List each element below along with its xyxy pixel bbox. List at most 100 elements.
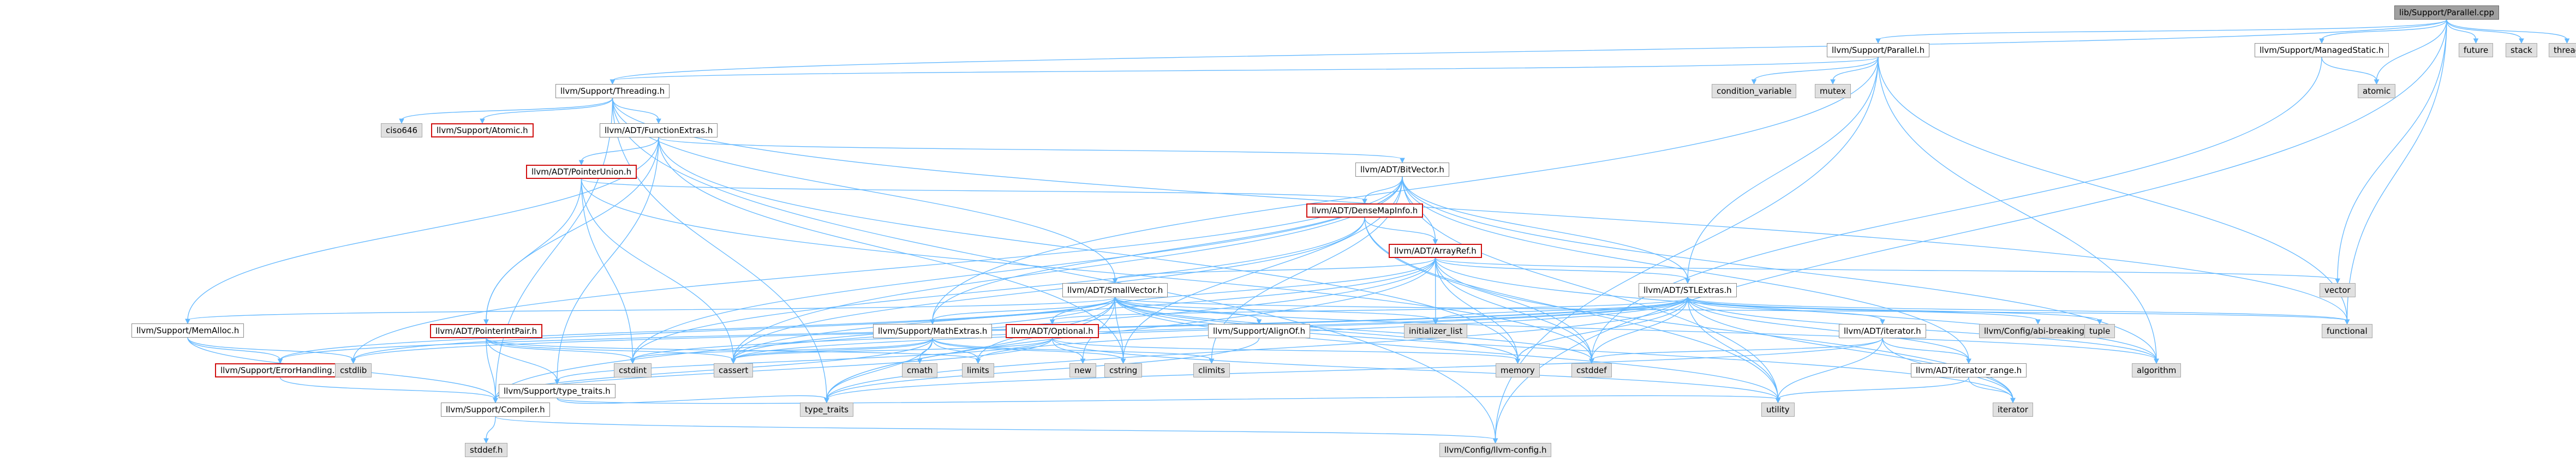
node-errhandling[interactable]: llvm/Support/ErrorHandling.h [215,363,345,377]
edge-funcextras-to-bitvector [658,137,1403,160]
node-cstddef: cstddef [1571,363,1612,377]
edge-densemapinfo-to-arrayref [1364,217,1436,241]
node-stlextras[interactable]: llvm/ADT/STLExtras.h [1639,283,1737,297]
node-root[interactable]: lib/Support/Parallel.cpp [2394,5,2499,20]
edge-densemapinfo-to-cassert [733,217,1365,361]
edge-arrayref-to-memory [1435,257,1519,361]
edge-compiler-to-cstddef2 [486,416,496,440]
node-atomic: atomic [2358,84,2396,98]
edge-bitvector-to-utility [1402,176,1779,400]
edge-mathextras-to-cstdint [632,338,933,361]
arrowhead-parallel_h-to-threading [609,79,615,85]
edge-bitvector-to-densemapinfo [1364,176,1403,201]
edge-arrayref-to-iter [1435,257,2013,400]
node-compiler[interactable]: llvm/Support/Compiler.h [441,403,550,417]
edge-root-to-llvmconfig [1495,19,2447,440]
node-sup_atomic[interactable]: llvm/Support/Atomic.h [431,123,534,137]
node-managedstatic[interactable]: llvm/Support/ManagedStatic.h [2255,43,2389,57]
node-stack: stack [2506,43,2537,57]
edge-parallel_h-to-algorithm [1878,57,2157,361]
edge-parallel_h-to-functional [1878,57,2348,321]
node-alignof[interactable]: llvm/Support/AlignOf.h [1208,324,1311,338]
edge-arrayref-to-algorithm [1435,257,2157,361]
node-arrayref[interactable]: llvm/ADT/ArrayRef.h [1389,244,1482,258]
edge-arrayref-to-smallvector [1114,257,1436,280]
node-iterator[interactable]: llvm/ADT/iterator.h [1839,324,1926,338]
arrowhead-smallvector-to-alignof [1256,319,1262,325]
edge-threading-to-cinttypes [401,98,613,121]
arrowhead-optional-to-new [1080,358,1086,364]
node-mathextras[interactable]: llvm/Support/MathExtras.h [873,324,993,338]
node-threading[interactable]: llvm/Support/Threading.h [555,84,670,98]
arrowhead-ptrunion-to-ptrintpair [483,319,489,325]
node-cstdlib: cstdlib [335,363,372,377]
edge-root-to-future [2446,19,2477,40]
node-algorithm: algorithm [2132,363,2181,377]
node-parallel_h[interactable]: llvm/Support/Parallel.h [1827,43,1930,57]
arrowhead-threading-to-sup_atomic [480,118,485,124]
edge-densemapinfo-to-cstdint [632,217,1365,361]
edge-smallvector-to-type_traits [826,297,1116,400]
edge-ptrintpair-to-limits [486,338,979,361]
edge-smallvector-to-errhandling [279,297,1116,361]
edge-smallvector-to-memory [1114,297,1519,361]
node-mutex: mutex [1815,84,1851,98]
edge-funcextras-to-cstring [658,137,1124,361]
edge-iterator-to-utility [1777,338,1883,400]
edge-funcextras-to-ptrunion [581,137,659,162]
edge-ptrunion-to-cassert [581,178,734,361]
edge-stlextras-to-cstdint [632,297,1688,361]
arrowhead-stlextras-to-initlist [1433,319,1438,325]
node-typetraits[interactable]: llvm/Support/type_traits.h [499,384,615,398]
arrowhead-smallvector-to-memalloc [185,319,190,325]
node-cstddef2: stddef.h [465,443,508,457]
edge-root-to-functional [2346,19,2447,321]
node-ptrintpair[interactable]: llvm/ADT/PointerIntPair.h [430,324,543,338]
edge-arrayref-to-cstddef [1435,257,1592,361]
node-limits: limits [962,363,994,377]
edge-arrayref-to-cassert [733,257,1436,361]
node-ptrunion[interactable]: llvm/ADT/PointerUnion.h [526,165,637,179]
edge-bitvector-to-stlextras [1402,176,1688,280]
node-iterrange[interactable]: llvm/ADT/iterator_range.h [1911,363,2027,377]
edge-stlextras-to-iter [1687,297,2013,400]
arrowhead-root-to-parallel_h [1875,38,1881,44]
node-condvar: condition_variable [1712,84,1797,98]
edge-stlextras-to-initlist [1435,297,1688,321]
edge-optional-to-typetraits [557,338,1053,381]
arrowhead-stlextras-to-iterator [1880,319,1885,325]
arrowhead-optional-to-typetraits [554,379,560,385]
node-memalloc[interactable]: llvm/Support/MemAlloc.h [132,323,244,338]
edge-threading-to-functional [612,98,2348,321]
edge-smallvector-to-algorithm [1114,297,2157,361]
edge-parallel_h-to-condvar [1753,57,1879,81]
edge-stlextras-to-iterator [1687,297,1883,321]
node-bitvector[interactable]: llvm/ADT/BitVector.h [1355,163,1449,177]
edge-root-to-threading [612,19,2447,81]
arrowhead-root-to-thread [2564,38,2570,44]
edge-threading-to-llvmconfig [612,98,1496,440]
edge-memalloc-to-errhandling [187,337,281,361]
edge-arrayref-to-stlextras [1435,257,1688,280]
arrowhead-arrayref-to-stlextras [1685,278,1690,284]
edge-threading-to-compiler [495,98,613,400]
node-funcextras[interactable]: llvm/ADT/FunctionExtras.h [600,123,718,137]
arrowhead-stlextras-to-functional [2344,319,2350,325]
node-densemapinfo[interactable]: llvm/ADT/DenseMapInfo.h [1306,203,1424,218]
edge-ptrunion-to-cstddef [581,178,1592,361]
arrowhead-optional-to-cassert [731,358,736,364]
edge-root-to-atomic [2376,19,2447,81]
node-type_traits: type_traits [800,403,854,417]
edge-errhandling-to-compiler [279,377,496,400]
node-smallvector[interactable]: llvm/ADT/SmallVector.h [1062,283,1168,297]
arrowhead-mathextras-to-cstdint [630,358,636,364]
node-iter: iterator [1993,403,2033,417]
edge-mathextras-to-cstring [932,338,1124,361]
node-optional[interactable]: llvm/ADT/Optional.h [1006,324,1099,338]
arrowhead-stlextras-to-optional [1049,319,1055,325]
edge-root-to-vector [2337,19,2447,280]
arrowhead-arrayref-to-vector [2335,278,2340,284]
edge-ptrunion-to-cstdint [581,178,633,361]
edge-optional-to-utility [1051,338,1779,400]
